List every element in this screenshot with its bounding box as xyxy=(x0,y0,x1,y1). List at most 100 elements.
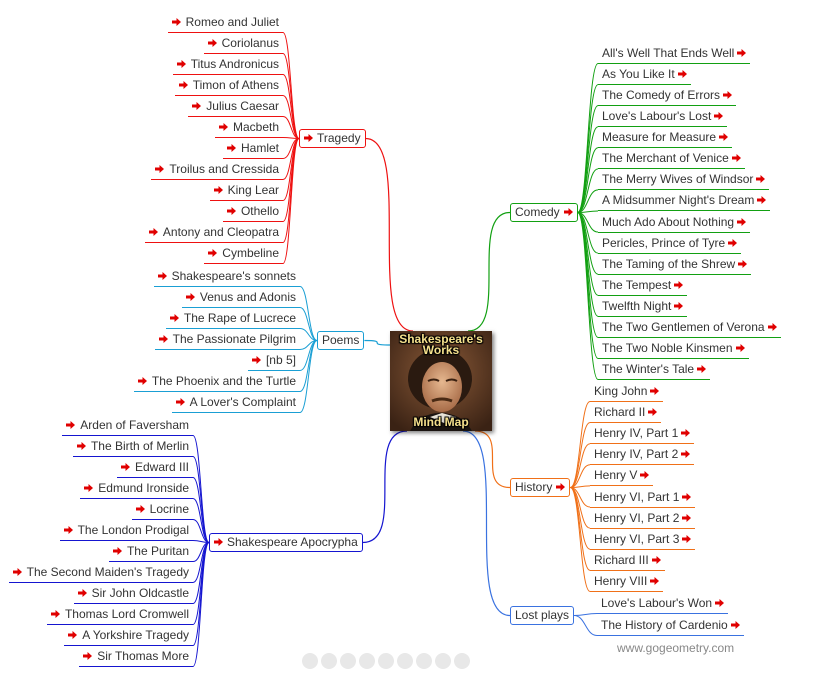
arrow-icon[interactable] xyxy=(737,215,747,226)
arrow-icon[interactable] xyxy=(650,574,660,585)
leaf-item[interactable]: A Midsummer Night's Dream xyxy=(598,193,771,212)
leaf-item[interactable]: Macbeth xyxy=(214,120,283,138)
leaf-item[interactable]: The London Prodigal xyxy=(59,523,193,541)
arrow-icon[interactable] xyxy=(674,278,684,289)
leaf-item[interactable]: As You Like It xyxy=(598,67,691,86)
leaf-item[interactable]: The Merry Wives of Windsor xyxy=(598,172,770,191)
arrow-icon[interactable] xyxy=(681,447,691,459)
leaf-item[interactable]: The Second Maiden's Tragedy xyxy=(8,565,193,583)
branch-node-apocrypha[interactable]: Shakespeare Apocrypha xyxy=(209,533,363,552)
leaf-item[interactable]: Cymbeline xyxy=(204,246,283,264)
arrow-icon[interactable] xyxy=(176,57,186,68)
branch-node-history[interactable]: History xyxy=(510,478,571,497)
leaf-item[interactable]: Henry VIII xyxy=(590,574,664,592)
leaf-item[interactable]: Love's Labour's Lost xyxy=(598,109,728,128)
arrow-icon[interactable] xyxy=(192,99,202,110)
arrow-icon[interactable] xyxy=(157,269,167,280)
leaf-item[interactable]: The Merchant of Venice xyxy=(598,151,745,170)
leaf-item[interactable]: The Tempest xyxy=(598,278,688,296)
arrow-icon[interactable] xyxy=(648,405,658,417)
arrow-icon[interactable] xyxy=(226,141,236,152)
leaf-item[interactable]: Henry VI, Part 1 xyxy=(590,490,696,508)
arrow-icon[interactable] xyxy=(719,130,729,142)
arrow-icon[interactable] xyxy=(171,15,181,26)
arrow-icon[interactable] xyxy=(563,204,573,216)
arrow-icon[interactable] xyxy=(112,544,122,555)
leaf-item[interactable]: The Two Gentlemen of Verona xyxy=(598,320,781,338)
leaf-item[interactable]: Romeo and Juliet xyxy=(167,15,283,33)
leaf-item[interactable]: Sir John Oldcastle xyxy=(73,586,193,604)
arrow-icon[interactable] xyxy=(207,36,217,47)
arrow-icon[interactable] xyxy=(148,225,158,236)
leaf-item[interactable]: Richard II xyxy=(590,405,662,424)
arrow-icon[interactable] xyxy=(77,586,87,597)
arrow-icon[interactable] xyxy=(12,565,22,576)
forward-icon[interactable] xyxy=(321,653,337,669)
arrow-icon[interactable] xyxy=(178,78,188,89)
leaf-item[interactable]: Measure for Measure xyxy=(598,130,733,149)
leaf-item[interactable]: Coriolanus xyxy=(203,36,283,54)
leaf-item[interactable]: The History of Cardenio xyxy=(597,618,744,636)
branch-node-comedy[interactable]: Comedy xyxy=(510,203,578,222)
leaf-item[interactable]: [nb 5] xyxy=(247,353,300,371)
arrow-icon[interactable] xyxy=(226,204,236,215)
leaf-item[interactable]: King Lear xyxy=(209,183,283,201)
leaf-item[interactable]: Edmund Ironside xyxy=(80,481,193,499)
arrow-icon[interactable] xyxy=(650,384,660,395)
arrow-icon[interactable] xyxy=(304,130,313,142)
arrow-icon[interactable] xyxy=(714,109,724,121)
leaf-item[interactable]: The Comedy of Errors xyxy=(598,88,737,107)
arrow-icon[interactable] xyxy=(68,628,78,639)
leaf-item[interactable]: Locrine xyxy=(131,502,193,520)
leaf-item[interactable]: Hamlet xyxy=(222,141,283,159)
arrow-icon[interactable] xyxy=(158,332,168,343)
arrow-icon[interactable] xyxy=(731,151,741,163)
square-icon[interactable] xyxy=(378,653,394,669)
arrow-icon[interactable] xyxy=(208,246,218,257)
arrow-icon[interactable] xyxy=(715,596,725,607)
arrow-icon[interactable] xyxy=(681,426,691,438)
arrow-icon[interactable] xyxy=(677,67,687,79)
leaf-item[interactable]: Henry VI, Part 3 xyxy=(590,532,696,550)
branch-node-tragedy[interactable]: Tragedy xyxy=(299,129,366,148)
arrow-icon[interactable] xyxy=(738,257,748,268)
blank-icon[interactable] xyxy=(454,653,470,669)
leaf-item[interactable]: Venus and Adonis xyxy=(181,290,300,308)
leaf-item[interactable]: Love's Labour's Won xyxy=(597,596,729,614)
arrow-icon[interactable] xyxy=(155,162,165,173)
leaf-item[interactable]: Henry VI, Part 2 xyxy=(590,511,696,529)
leaf-item[interactable]: Henry IV, Part 1 xyxy=(590,426,695,445)
info-icon[interactable] xyxy=(435,653,451,669)
leaf-item[interactable]: The Winter's Tale xyxy=(598,362,711,381)
arrow-icon[interactable] xyxy=(682,490,692,501)
leaf-item[interactable]: The Rape of Lucrece xyxy=(165,311,300,329)
ellipse-icon[interactable] xyxy=(397,653,413,669)
arrow-icon[interactable] xyxy=(756,172,766,184)
leaf-item[interactable]: The Phoenix and the Turtle xyxy=(133,374,300,392)
leaf-item[interactable]: Antony and Cleopatra xyxy=(144,225,283,243)
arrow-icon[interactable] xyxy=(214,534,223,546)
leaf-item[interactable]: Henry IV, Part 2 xyxy=(590,447,695,466)
leaf-item[interactable]: Pericles, Prince of Tyre xyxy=(598,236,742,254)
arrow-icon[interactable] xyxy=(218,120,228,131)
leaf-item[interactable]: The Passionate Pilgrim xyxy=(154,332,300,350)
arrow-icon[interactable] xyxy=(213,183,223,194)
leaf-item[interactable]: Thomas Lord Cromwell xyxy=(46,607,193,625)
leaf-item[interactable]: Richard III xyxy=(590,553,665,571)
arrow-icon[interactable] xyxy=(84,481,94,492)
arrow-icon[interactable] xyxy=(135,502,145,513)
arrow-icon[interactable] xyxy=(651,553,661,564)
arrow-icon[interactable] xyxy=(556,479,566,491)
arrow-icon[interactable] xyxy=(730,618,740,629)
arrow-icon[interactable] xyxy=(251,353,261,364)
leaf-item[interactable]: Much Ado About Nothing xyxy=(598,215,751,233)
arrow-icon[interactable] xyxy=(723,88,733,100)
arrow-icon[interactable] xyxy=(697,362,707,374)
back-icon[interactable] xyxy=(302,653,318,669)
leaf-item[interactable]: Titus Andronicus xyxy=(172,57,283,75)
leaf-item[interactable]: Sir Thomas More xyxy=(79,649,193,667)
leaf-item[interactable]: Edward III xyxy=(116,460,193,478)
leaf-item[interactable]: The Birth of Merlin xyxy=(72,439,193,457)
arrow-icon[interactable] xyxy=(175,395,185,406)
arrow-icon[interactable] xyxy=(66,418,76,429)
